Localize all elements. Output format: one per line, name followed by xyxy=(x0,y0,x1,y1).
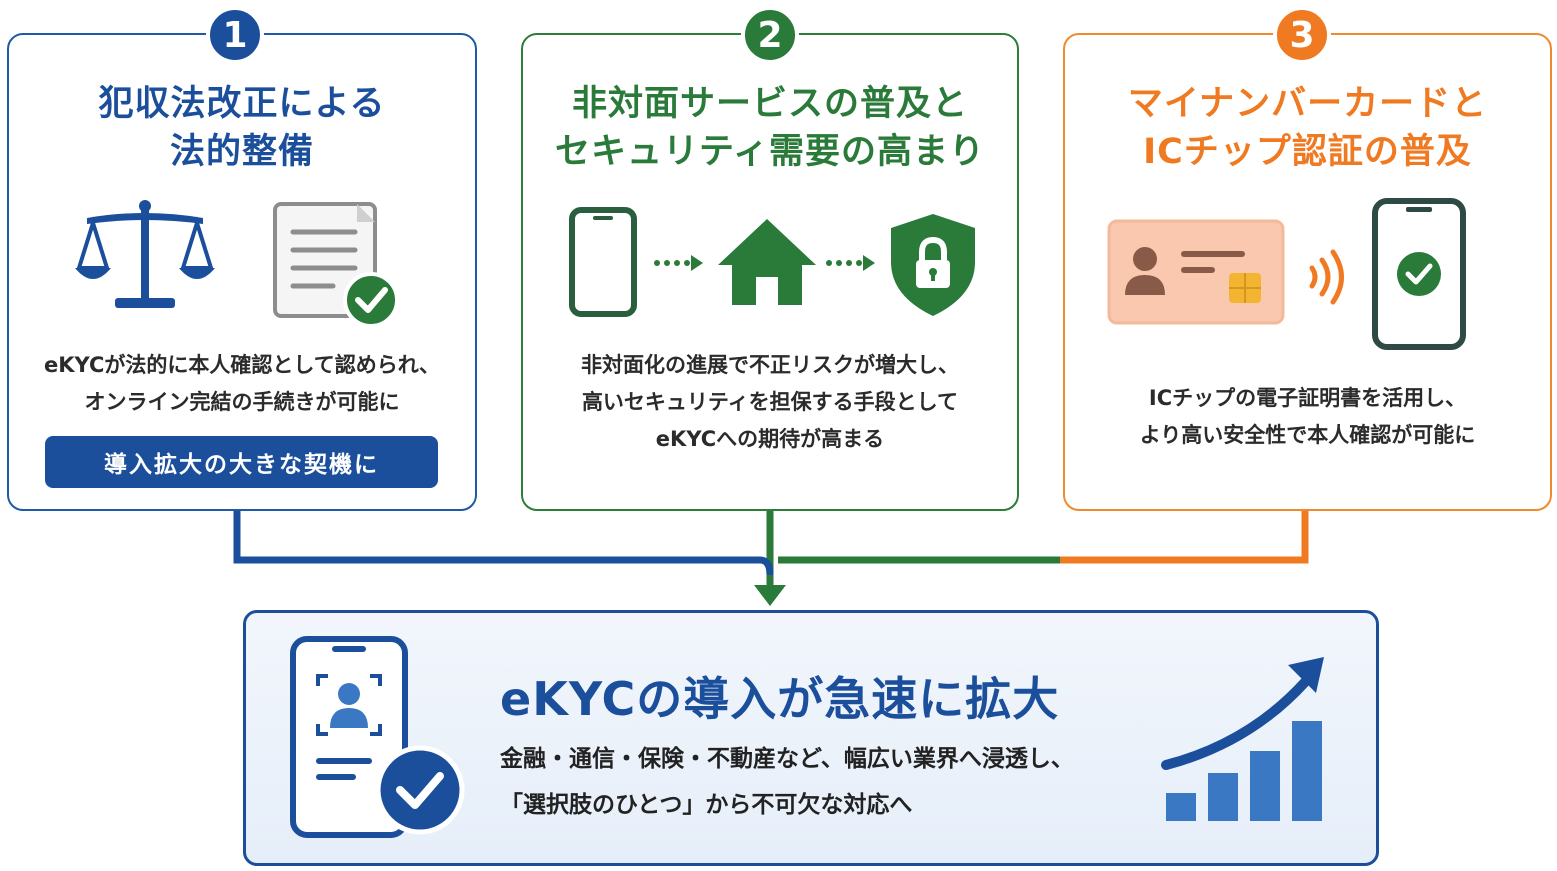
card-title: 犯収法改正による 法的整備 xyxy=(98,84,386,172)
card-description: 非対面化の進展で不正リスクが増大し、 高いセキュリティを担保する手段として eK… xyxy=(581,353,959,451)
card-description: ICチップの電子証明書を活用し、 より高い安全性で本人確認が可能に xyxy=(1139,386,1476,447)
scales-icon xyxy=(75,200,215,308)
dotted-arrow-icon xyxy=(826,255,875,271)
smartphone-check-icon xyxy=(1372,198,1466,350)
factor-card-nonface: 非対面サービスの普及と セキュリティ需要の高まり 非対面化の進展で不正リスクが増… xyxy=(521,33,1019,511)
dotted-arrow-icon xyxy=(654,255,703,271)
cta-label: 導入拡大の大きな契機に xyxy=(45,436,438,488)
nfc-wave-icon xyxy=(1309,249,1344,305)
step-badge-3: 3 xyxy=(1273,6,1331,64)
card-title: 非対面サービスの普及と セキュリティ需要の高まり xyxy=(555,84,985,172)
phone-face-verify-icon xyxy=(290,636,465,838)
document-check-icon xyxy=(273,202,399,328)
result-description: 金融・通信・保険・不動産など、幅広い業界へ浸透し、 「選択肢のひとつ」から不可欠… xyxy=(500,746,1074,818)
smartphone-icon xyxy=(569,207,637,317)
card-title: マイナンバーカードと ICチップ認証の普及 xyxy=(1127,84,1488,172)
down-arrow-icon xyxy=(754,585,786,606)
growth-chart-icon xyxy=(1161,657,1324,821)
factor-card-legal: 犯収法改正による 法的整備 eKYCが法的に本人確認として認められ、 オンライン… xyxy=(7,33,477,511)
factor-card-mynumber: マイナンバーカードと ICチップ認証の普及 ICチップの電子証明書を活用し、 よ… xyxy=(1063,33,1552,511)
result-box: eKYCの導入が急速に拡大 金融・通信・保険・不動産など、幅広い業界へ浸透し、 … xyxy=(243,610,1379,866)
step-badge-2: 2 xyxy=(741,6,799,64)
shield-lock-icon xyxy=(891,214,975,316)
id-card-icon xyxy=(1107,219,1285,325)
result-title: eKYCの導入が急速に拡大 xyxy=(500,672,1060,726)
house-icon xyxy=(718,219,816,305)
step-badge-1: 1 xyxy=(206,6,264,64)
card-description: eKYCが法的に本人確認として認められ、 オンライン完結の手続きが可能に xyxy=(44,353,440,414)
